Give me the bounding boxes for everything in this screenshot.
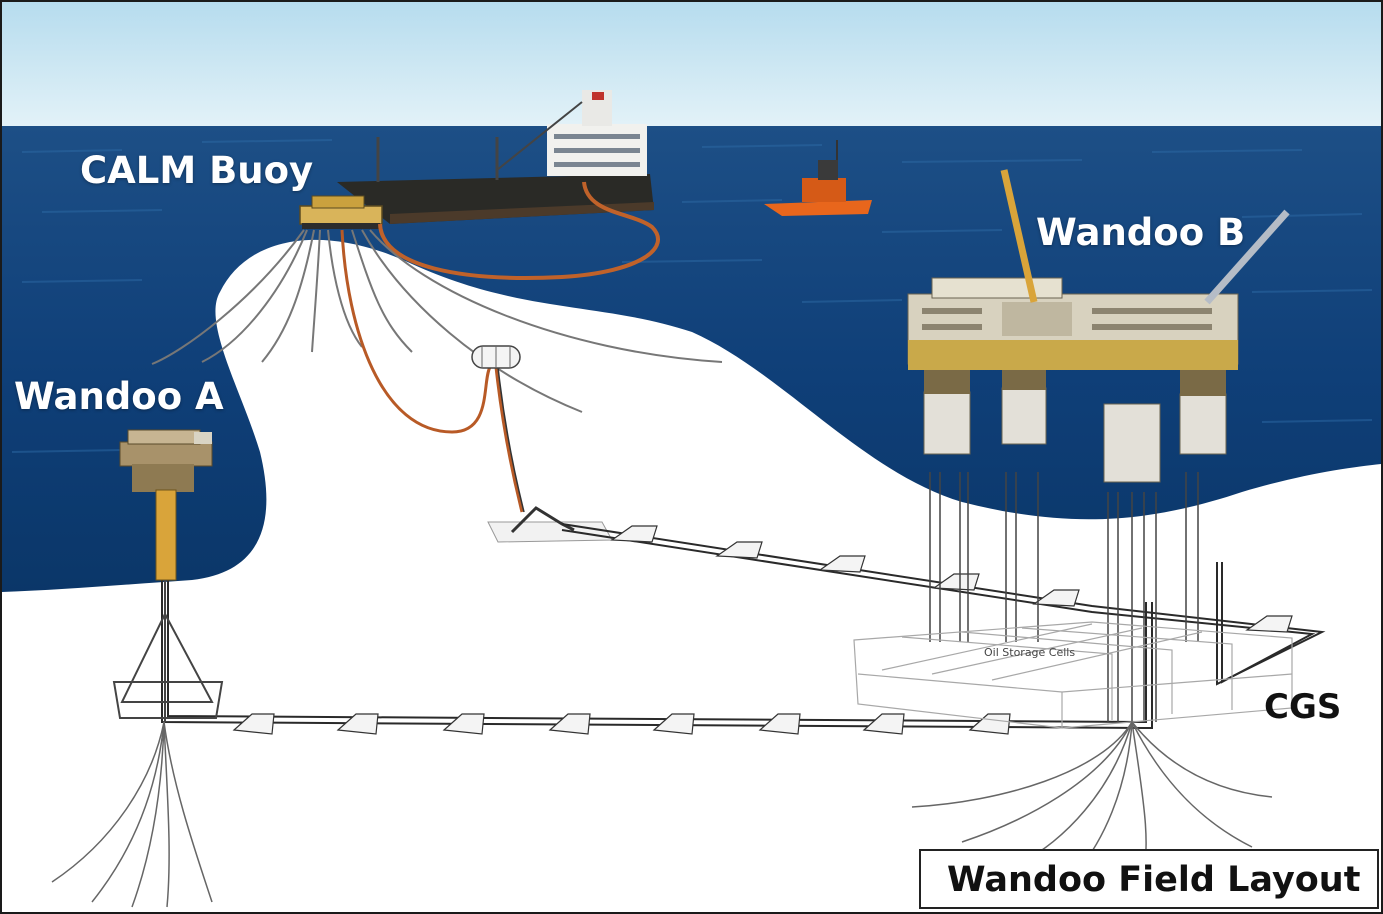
tugboat	[764, 140, 872, 216]
wandoo-b-label: Wandoo B	[1036, 211, 1246, 254]
cgs-base	[853, 621, 1293, 729]
calm-buoy	[299, 195, 383, 229]
cgs-legs	[929, 472, 1199, 722]
cgs-label: CGS	[1264, 687, 1342, 727]
wandoo-a-wells	[51, 721, 213, 908]
wandoo-a-platform	[119, 429, 213, 581]
wandoo-b-platform	[907, 169, 1290, 483]
tanker	[337, 90, 654, 224]
seabed-cutaway	[2, 239, 1381, 912]
pipeline-wandoo-a-to-cgs	[161, 580, 1153, 730]
anchor-chains	[151, 229, 723, 413]
calm-buoy-label: CALM Buoy	[80, 149, 314, 192]
sky	[2, 2, 1381, 128]
diagram-title: Wandoo Field Layout	[947, 860, 1361, 900]
wandoo-a-base	[112, 580, 224, 722]
oil-storage-cells-label: Oil Storage Cells	[984, 646, 1076, 659]
title-box: Wandoo Field Layout	[919, 849, 1379, 909]
floating-hose	[378, 181, 660, 280]
wandoo-a-label: Wandoo A	[14, 375, 224, 418]
midwater-arch-buoy	[471, 345, 521, 369]
subsea-hose	[340, 229, 492, 434]
